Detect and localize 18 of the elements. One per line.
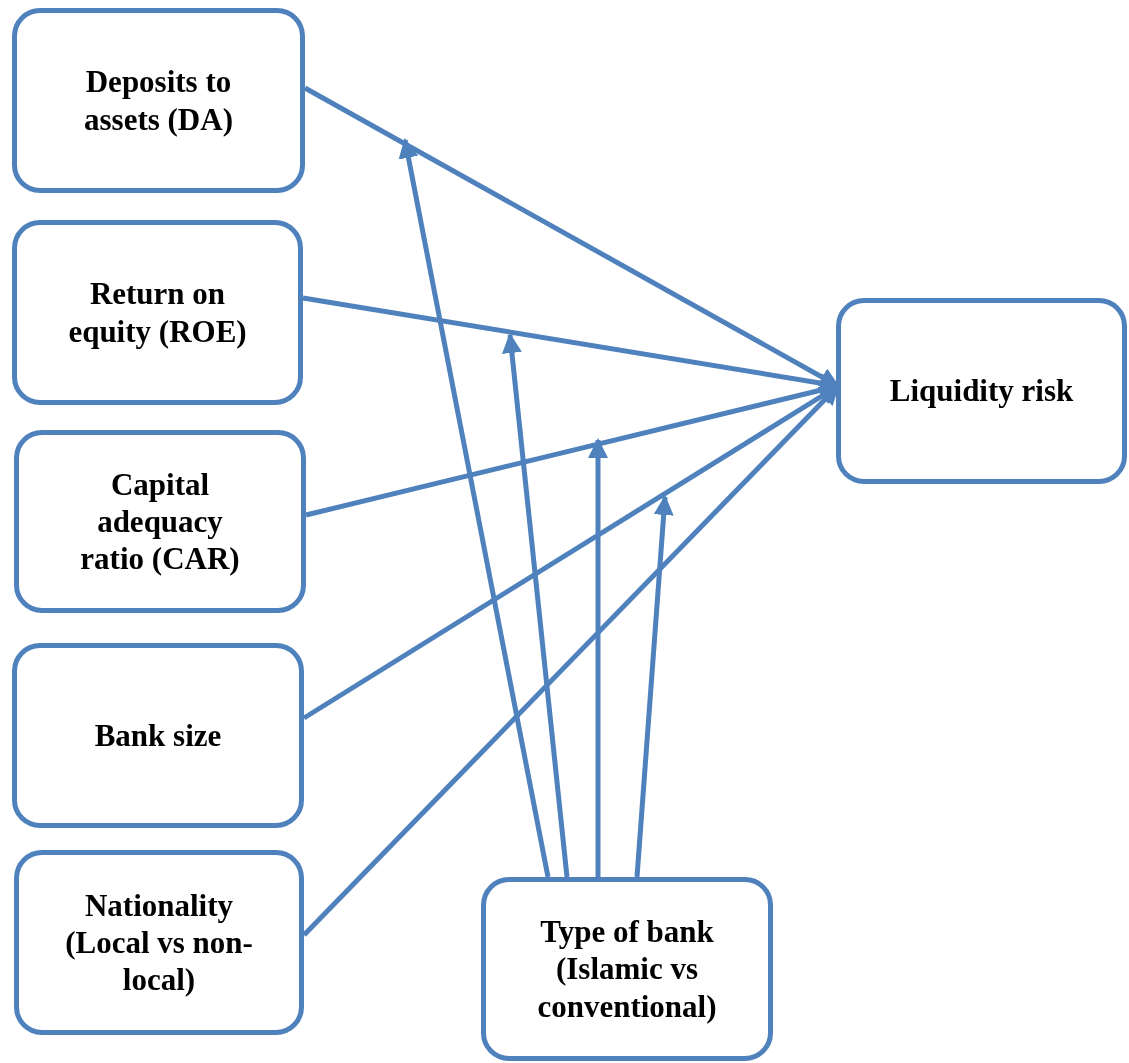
process-box (12, 220, 303, 405)
arrow (588, 438, 608, 877)
node-label: Bank size (94, 716, 222, 755)
node-label: Capital adequacy ratio (CAR) (79, 465, 241, 578)
process-box (481, 877, 773, 1061)
arrow (398, 138, 551, 878)
node-label: Return on equity (ROE) (67, 275, 248, 350)
arrow (501, 333, 570, 878)
process-box (836, 298, 1127, 484)
process-box (12, 8, 305, 193)
node-label: Type of bank (Islamic vs conventional) (536, 913, 718, 1025)
process-box (14, 850, 304, 1035)
node-label: Deposits to assets (DA) (83, 63, 234, 138)
node-label: Nationality (Local vs non-local) (64, 886, 254, 999)
node-label: Liquidity risk (889, 372, 1074, 410)
process-box (12, 643, 304, 828)
process-box (14, 430, 306, 613)
arrow (634, 495, 674, 878)
